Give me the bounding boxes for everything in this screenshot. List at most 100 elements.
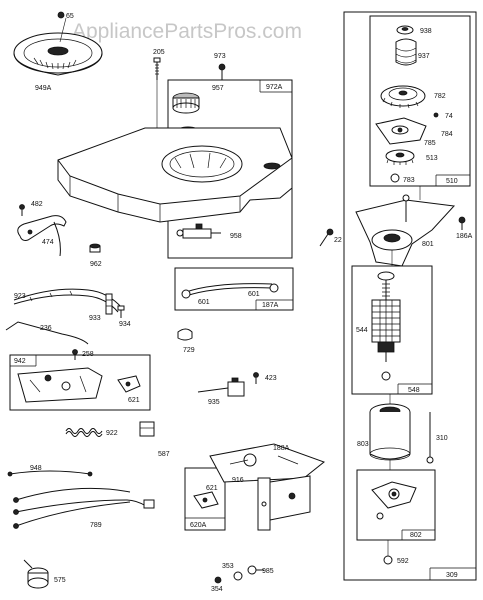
label-474: 474 <box>42 239 54 246</box>
fuel-cap-957[interactable] <box>172 92 200 114</box>
label-621b: 621 <box>206 485 218 492</box>
label-186a: 186A <box>456 233 473 240</box>
label-942: 942 <box>14 358 26 365</box>
label-957: 957 <box>212 85 224 92</box>
switch-935[interactable] <box>197 377 245 397</box>
label-353: 353 <box>222 563 234 570</box>
end-cap-802[interactable] <box>371 481 417 520</box>
control-621a[interactable] <box>117 375 141 393</box>
group-box-620a <box>184 467 226 531</box>
spring-922[interactable] <box>65 428 103 437</box>
label-620a: 620A <box>190 522 207 529</box>
label-937: 937 <box>418 53 430 60</box>
label-938: 938 <box>420 28 432 35</box>
control-bracket-188a[interactable] <box>209 443 326 531</box>
group-box-309 <box>343 11 477 581</box>
fuel-tank-housing[interactable] <box>57 126 293 223</box>
label-934: 934 <box>119 321 131 328</box>
screw-22[interactable] <box>319 228 334 247</box>
screw-186a[interactable] <box>458 216 466 230</box>
flywheel-949a[interactable] <box>13 32 103 76</box>
governor-rod-601[interactable] <box>181 283 279 299</box>
label-236: 236 <box>40 325 52 332</box>
nut-592[interactable] <box>383 555 393 565</box>
cap-938[interactable] <box>396 25 414 35</box>
label-548: 548 <box>408 387 420 394</box>
label-933: 933 <box>89 315 101 322</box>
through-bolt-310[interactable] <box>426 412 434 464</box>
label-592: 592 <box>397 558 409 565</box>
control-621b[interactable] <box>193 491 219 509</box>
label-74: 74 <box>445 113 453 120</box>
fuel-valve-958[interactable] <box>176 223 221 239</box>
label-354: 354 <box>211 586 223 593</box>
label-949a: 949A <box>35 85 52 92</box>
ignition-474[interactable] <box>17 215 67 257</box>
armature-544[interactable] <box>371 271 401 381</box>
screw-423[interactable] <box>253 372 259 385</box>
label-621a: 621 <box>128 397 140 404</box>
label-482: 482 <box>31 201 43 208</box>
label-65: 65 <box>66 13 74 20</box>
label-309: 309 <box>446 572 458 579</box>
label-972a: 972A <box>266 84 283 91</box>
label-187a: 187A <box>262 302 279 309</box>
screw-74[interactable] <box>433 112 439 118</box>
nut-353[interactable] <box>233 571 243 581</box>
label-923: 923 <box>14 293 26 300</box>
screw-973[interactable] <box>218 63 226 80</box>
label-544: 544 <box>356 327 368 334</box>
label-783: 783 <box>403 177 415 184</box>
motor-housing-803[interactable] <box>369 403 411 461</box>
group-box-187a <box>174 267 294 311</box>
bracket-933[interactable] <box>105 293 113 315</box>
screw-482[interactable] <box>19 204 25 217</box>
nut-65[interactable] <box>57 11 65 19</box>
label-782: 782 <box>434 93 446 100</box>
starter-bracket-801[interactable] <box>355 194 456 267</box>
label-784: 784 <box>441 131 453 138</box>
label-802: 802 <box>410 532 422 539</box>
gear-782[interactable] <box>380 85 426 109</box>
label-575: 575 <box>54 577 66 584</box>
spring-937[interactable] <box>395 38 417 66</box>
wire-948[interactable] <box>7 470 93 477</box>
washer-354[interactable] <box>214 576 222 584</box>
label-423: 423 <box>265 375 277 382</box>
group-box-942 <box>9 354 151 411</box>
label-510: 510 <box>446 178 458 185</box>
label-601a: 601 <box>198 299 210 306</box>
control-plate-942[interactable] <box>17 367 103 403</box>
housing-784[interactable] <box>375 117 427 145</box>
harness-789[interactable] <box>13 487 155 529</box>
label-587: 587 <box>158 451 170 458</box>
bolt-205[interactable] <box>153 57 161 80</box>
label-973: 973 <box>214 53 226 60</box>
cap-575[interactable] <box>23 559 49 589</box>
label-922: 922 <box>106 430 118 437</box>
label-962: 962 <box>90 261 102 268</box>
label-601b: 601 <box>248 291 260 298</box>
nut-783[interactable] <box>390 173 400 183</box>
grommet-962[interactable] <box>89 243 101 253</box>
label-205: 205 <box>153 49 165 56</box>
label-801: 801 <box>422 241 434 248</box>
gear-513[interactable] <box>385 149 415 165</box>
rod-236[interactable] <box>5 321 89 345</box>
clip-729[interactable] <box>177 328 193 341</box>
label-916: 916 <box>232 477 244 484</box>
screw-985[interactable] <box>247 565 264 575</box>
label-22: 22 <box>334 237 342 244</box>
label-789: 789 <box>90 522 102 529</box>
label-803: 803 <box>357 441 369 448</box>
label-935: 935 <box>208 399 220 406</box>
screw-934[interactable] <box>117 305 125 318</box>
label-513: 513 <box>426 155 438 162</box>
label-958: 958 <box>230 233 242 240</box>
bracket-587[interactable] <box>139 421 155 437</box>
watermark: AppliancePartsPros.com <box>72 20 302 43</box>
label-985: 985 <box>262 568 274 575</box>
label-310: 310 <box>436 435 448 442</box>
